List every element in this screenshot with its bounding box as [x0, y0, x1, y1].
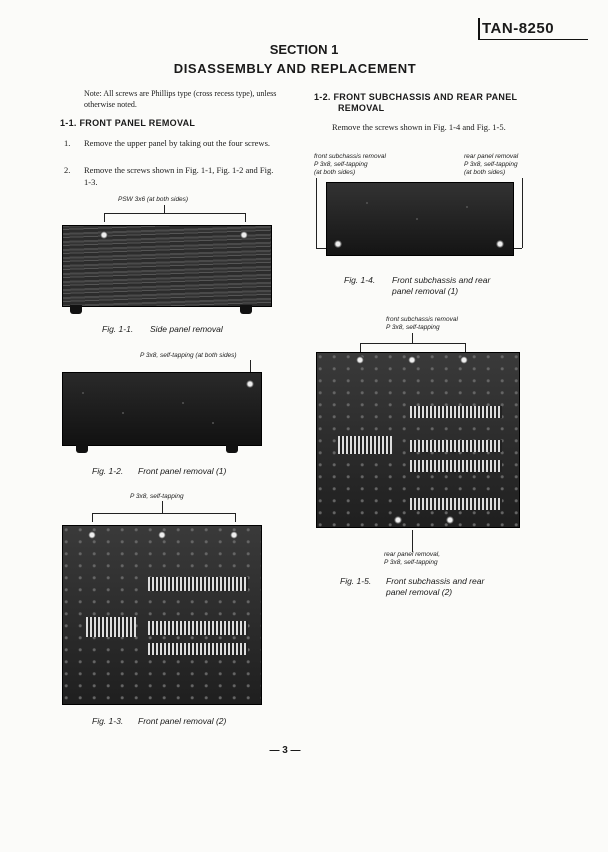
chassis-foot — [226, 444, 238, 453]
header-rule-horizontal — [478, 39, 588, 40]
heatsink — [148, 577, 248, 591]
fig-1-5-caption-text-1: Front subchassis and rear — [386, 576, 485, 586]
panel-detail — [366, 202, 368, 204]
fig-1-2-photo — [62, 372, 262, 446]
fig-1-4-caption-number: Fig. 1-4. — [344, 275, 376, 285]
fig-1-5-label-top-1: front subchassis removal — [386, 316, 458, 323]
screw-marker — [240, 231, 248, 239]
fig-1-4-leader-right — [522, 178, 523, 248]
panel-detail — [466, 206, 468, 208]
heatsink — [410, 440, 502, 452]
subsection-heading-1-1: 1-1. FRONT PANEL REMOVAL — [60, 118, 196, 128]
screw-marker — [230, 531, 238, 539]
fig-1-3-bracket — [92, 513, 236, 522]
fig-1-4-label-left-3: (at both sides) — [314, 169, 356, 176]
step-text-1: Remove the upper panel by taking out the… — [84, 138, 271, 148]
fig-1-2-caption-text: Front panel removal (1) — [138, 466, 227, 476]
heatsink — [148, 621, 248, 635]
heatsink — [338, 436, 392, 454]
panel-detail — [416, 218, 418, 220]
fig-1-3-leader — [162, 501, 163, 513]
section-number: SECTION 1 — [269, 42, 339, 57]
screw-marker — [334, 240, 342, 248]
fig-1-2-leader — [250, 360, 251, 376]
fig-1-4-label-left-1: front subchassis removal — [314, 153, 386, 160]
fig-1-5-caption-number: Fig. 1-5. — [340, 576, 372, 586]
subsection-heading-1-2: 1-2. FRONT SUBCHASSIS AND REAR PANEL — [314, 92, 518, 102]
fig-1-4-label-right-1: rear panel removal — [464, 153, 519, 160]
chassis-foot — [70, 305, 82, 314]
screw-marker — [356, 356, 364, 364]
screw-marker — [408, 356, 416, 364]
fig-1-4-caption-text-2: panel removal (1) — [392, 286, 459, 296]
model-number: TAN-8250 — [482, 20, 555, 37]
heatsink — [410, 406, 502, 418]
panel-detail — [182, 402, 184, 404]
screw-marker — [88, 531, 96, 539]
screw-marker — [246, 380, 254, 388]
step-text-2: Remove the screws shown in Fig. 1-1, Fig… — [84, 165, 274, 187]
fig-1-3-caption-number: Fig. 1-3. — [92, 716, 124, 726]
fig-1-1-photo — [62, 225, 272, 307]
fig-1-4-leader-left — [316, 178, 317, 248]
heatsink — [410, 460, 502, 472]
fig-1-3-caption-text: Front panel removal (2) — [138, 716, 227, 726]
step-number-1: 1. — [64, 138, 71, 148]
step-number-2: 2. — [64, 165, 71, 175]
fig-1-4-label-right-2: P 3x8, self-tapping — [464, 161, 518, 168]
fig-1-1-bracket — [104, 213, 246, 222]
note-text: Note: All screws are Phillips type (cros… — [84, 89, 277, 109]
heatsink — [86, 617, 136, 637]
panel-detail — [82, 392, 84, 394]
fig-1-2-label: P 3x8, self-tapping (at both sides) — [140, 352, 237, 359]
screw-marker — [100, 231, 108, 239]
fig-1-1-leader — [164, 205, 165, 213]
chassis-foot — [240, 305, 252, 314]
panel-detail — [122, 412, 124, 414]
fig-1-3-photo — [62, 525, 262, 705]
fig-1-2-caption-number: Fig. 1-2. — [92, 466, 124, 476]
fig-1-4-leader-left-end — [316, 248, 332, 249]
fig-1-1-caption-number: Fig. 1-1. — [102, 324, 134, 334]
fig-1-5-leader-bottom — [412, 530, 413, 552]
fig-1-4-photo — [326, 182, 514, 256]
fig-1-4-label-left-2: P 3x8, self-tapping — [314, 161, 368, 168]
screw-marker — [394, 516, 402, 524]
fig-1-5-leader-top — [412, 333, 413, 343]
page-number: — 3 — — [269, 745, 301, 756]
fig-1-5-label-top-2: P 3x8, self-tapping — [386, 324, 440, 331]
fig-1-1-label: PSW 3x6 (at both sides) — [118, 196, 189, 203]
screw-marker — [496, 240, 504, 248]
fig-1-1-caption-text: Side panel removal — [150, 324, 223, 334]
chassis-foot — [76, 444, 88, 453]
fig-1-5-caption-text-2: panel removal (2) — [386, 587, 453, 597]
section-1-2-body: Remove the screws shown in Fig. 1-4 and … — [332, 122, 506, 132]
fig-1-4-label-right-3: (at both sides) — [464, 169, 506, 176]
heatsink — [410, 498, 502, 510]
panel-detail — [212, 422, 214, 424]
screw-marker — [158, 531, 166, 539]
fig-1-5-label-bottom-2: P 3x8, self-tapping — [384, 559, 438, 566]
fig-1-4-caption-text-1: Front subchassis and rear — [392, 275, 491, 285]
screw-marker — [446, 516, 454, 524]
fig-1-5-photo — [316, 352, 520, 528]
subsection-heading-1-2-cont: REMOVAL — [338, 103, 385, 113]
fig-1-5-label-bottom-1: rear panel removal, — [384, 551, 440, 558]
screw-marker — [460, 356, 468, 364]
header-rule-vertical — [478, 18, 480, 40]
fig-1-5-bracket — [360, 343, 466, 352]
fig-1-3-label: P 3x8, self-tapping — [130, 493, 184, 500]
section-title: DISASSEMBLY AND REPLACEMENT — [173, 61, 417, 76]
heatsink — [148, 643, 248, 655]
